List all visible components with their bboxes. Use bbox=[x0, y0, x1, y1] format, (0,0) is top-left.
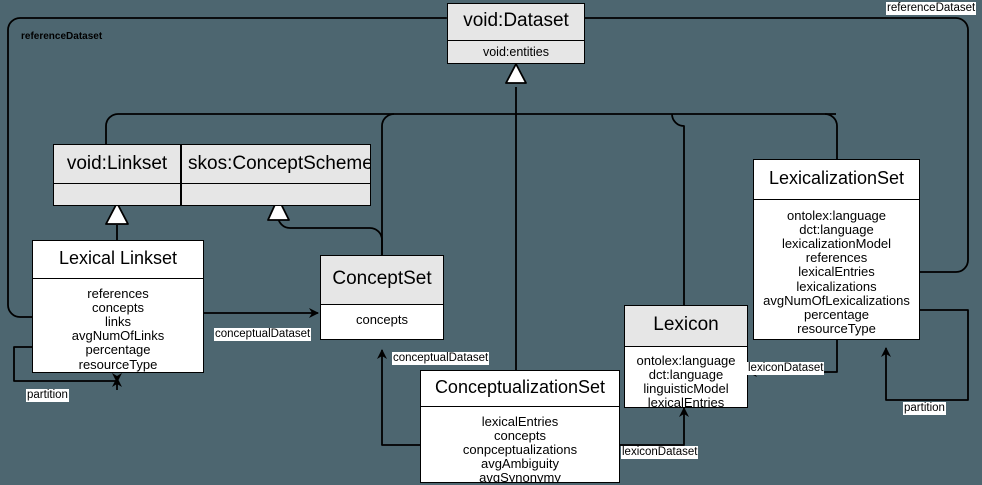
attribute: avgNumOfLinks bbox=[71, 328, 165, 344]
edge-lexicon-dataset-conceptualizationset bbox=[620, 407, 689, 446]
attribute: concepts bbox=[355, 311, 409, 327]
class-attributes bbox=[54, 183, 180, 205]
bus-drop-conceptset bbox=[381, 113, 395, 255]
attribute: concepts bbox=[493, 427, 547, 443]
inheritance-triangle-dataset bbox=[505, 63, 527, 84]
edge-label-lexicon-dataset-lexicalizationset: lexiconDataset bbox=[747, 362, 825, 375]
attribute: dct:language bbox=[799, 221, 874, 237]
class-void-linkset[interactable]: void:Linkset bbox=[53, 144, 181, 206]
class-conceptualization-set[interactable]: ConceptualizationSet lexicalEntries conc… bbox=[420, 370, 620, 483]
edge-label-reference-dataset-left: referenceDataset bbox=[21, 31, 103, 42]
class-separator bbox=[754, 198, 919, 200]
attribute: lexicalEntries bbox=[481, 413, 559, 429]
class-attributes: references concepts links avgNumOfLinks … bbox=[33, 279, 203, 372]
attribute: concepts bbox=[91, 299, 145, 315]
attribute: conpceptualizations bbox=[462, 442, 578, 457]
class-title: LexicalizationSet bbox=[754, 160, 919, 199]
attribute: lexicalEntries bbox=[798, 264, 875, 280]
class-title: Lexical Linkset bbox=[33, 241, 203, 278]
edge-label-reference-dataset-right: referenceDataset bbox=[886, 2, 977, 15]
attribute: avgNumOfLexicalizations bbox=[763, 292, 910, 308]
attribute: lexicalizations bbox=[796, 278, 877, 294]
attribute: linguisticModel bbox=[643, 381, 729, 397]
class-attributes bbox=[182, 183, 370, 205]
bus-drop-lexicalizationset bbox=[824, 113, 838, 160]
attribute: lexicalizationModel bbox=[781, 236, 892, 251]
class-concept-set[interactable]: ConceptSet concepts bbox=[320, 255, 444, 340]
attribute: resourceType bbox=[797, 321, 876, 337]
attribute: references bbox=[805, 250, 868, 266]
class-attributes: concepts bbox=[321, 304, 443, 336]
attribute: dct:language bbox=[648, 367, 724, 382]
class-title: ConceptSet bbox=[321, 256, 443, 304]
attribute: resourceType bbox=[78, 356, 158, 372]
inheritance-line-conceptset bbox=[277, 212, 383, 255]
attribute: percentage bbox=[85, 342, 151, 358]
class-separator bbox=[33, 277, 203, 279]
class-lexical-linkset[interactable]: Lexical Linkset references concepts link… bbox=[32, 240, 204, 373]
class-separator bbox=[182, 182, 370, 184]
edge-label-lexicon-dataset-conceptualizationset: lexiconDataset bbox=[621, 446, 699, 459]
attribute: avgSynonymy bbox=[479, 470, 561, 483]
class-title: Lexicon bbox=[625, 306, 747, 346]
class-attributes: void:entities bbox=[448, 40, 584, 63]
class-separator bbox=[54, 182, 180, 184]
class-separator bbox=[421, 405, 619, 407]
attribute: avgAmbiguity bbox=[480, 456, 560, 472]
bus-drop-lexicon bbox=[671, 113, 685, 305]
inheritance-triangle-linkset bbox=[105, 202, 129, 225]
attribute: lexicalEntries bbox=[647, 395, 725, 408]
class-lexicalization-set[interactable]: LexicalizationSet ontolex:language dct:l… bbox=[753, 159, 920, 340]
edge-partition-right bbox=[881, 309, 969, 401]
class-title: void:Linkset bbox=[54, 145, 180, 183]
attribute: ontolex:language bbox=[786, 207, 887, 223]
class-skos-conceptscheme[interactable]: skos:ConceptScheme bbox=[181, 144, 371, 206]
edge-label-conceptual-dataset-linkset: conceptualDataset bbox=[214, 328, 312, 341]
class-attributes: ontolex:language dct:language lexicaliza… bbox=[754, 200, 919, 339]
class-void-dataset[interactable]: void:Dataset void:entities bbox=[447, 3, 585, 64]
edge-reference-dataset-left bbox=[7, 13, 455, 318]
class-lexicon[interactable]: Lexicon ontolex:language dct:language li… bbox=[624, 305, 748, 408]
class-separator bbox=[321, 303, 443, 305]
class-separator bbox=[625, 345, 747, 347]
edge-label-conceptual-dataset-conceptualizationset: conceptualDataset bbox=[392, 352, 490, 365]
edge-label-partition-left: partition bbox=[26, 389, 69, 402]
class-attributes: lexicalEntries concepts conpceptualizati… bbox=[421, 407, 619, 483]
attribute: percentage bbox=[803, 307, 870, 323]
attribute: void:entities bbox=[482, 44, 549, 59]
class-title: void:Dataset bbox=[448, 4, 584, 40]
class-attributes: ontolex:language dct:language linguistic… bbox=[625, 346, 747, 408]
edge-reference-dataset-right bbox=[575, 13, 969, 273]
edge-label-partition-right: partition bbox=[903, 402, 946, 415]
bus-drop-linkset bbox=[105, 113, 119, 146]
class-separator bbox=[448, 39, 584, 41]
attribute: links bbox=[104, 314, 131, 329]
edge-conceptual-dataset-conceptualizationset bbox=[377, 349, 420, 446]
class-title: ConceptualizationSet bbox=[421, 371, 619, 406]
attribute: references bbox=[87, 285, 149, 301]
class-title: skos:ConceptScheme bbox=[182, 145, 370, 183]
attribute: ontolex:language bbox=[636, 352, 736, 368]
inheritance-triangle-conceptscheme bbox=[267, 197, 290, 221]
